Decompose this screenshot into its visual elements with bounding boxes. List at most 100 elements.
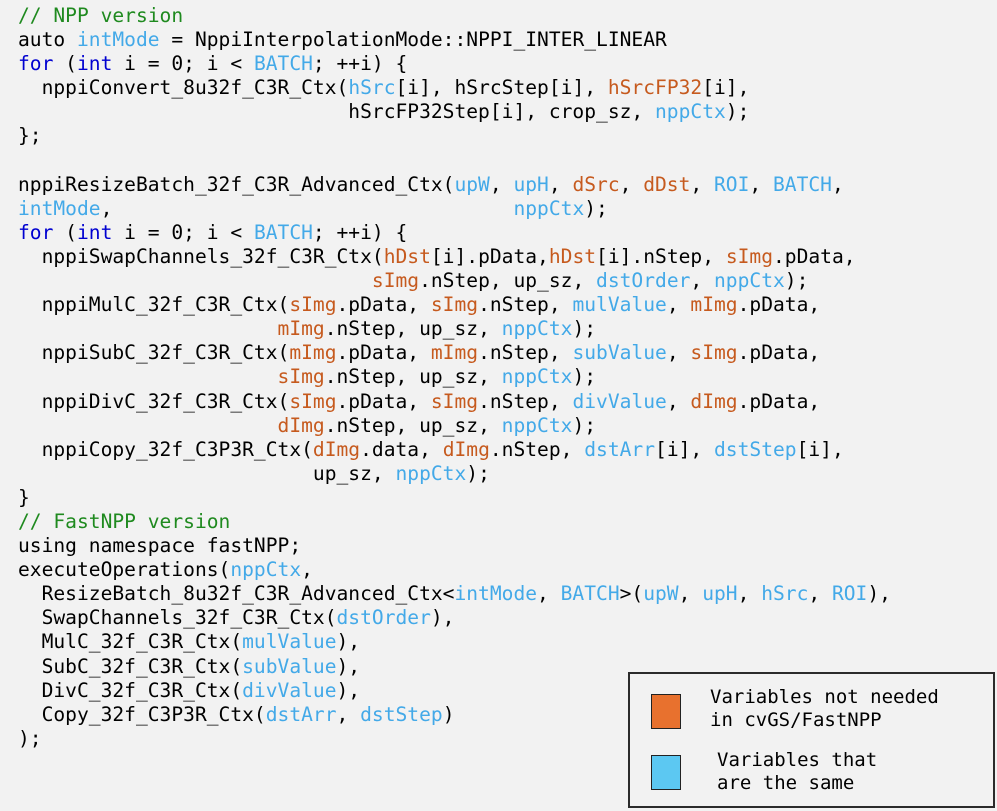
code-token: .pData, — [336, 341, 431, 365]
code-line: hSrcFP32Step[i], crop_sz, nppCtx); — [18, 100, 891, 124]
code-token: [i], — [655, 437, 715, 461]
code-token: , — [336, 702, 361, 726]
code-line: DivC_32f_C3R_Ctx(divValue), — [18, 679, 891, 703]
code-token: int — [76, 220, 113, 244]
code-line: auto intMode = NppiInterpolationMode::NP… — [18, 28, 891, 52]
code-token: sImg — [430, 389, 479, 413]
code-token: ) — [442, 702, 455, 726]
code-token: mImg — [690, 293, 738, 317]
code-token: ResizeBatch_8u32f_C3R_Advanced_Ctx< — [18, 582, 455, 606]
code-token: , — [808, 582, 832, 606]
code-token: upW — [643, 582, 679, 606]
code-token: mImg — [430, 341, 479, 365]
code-token: hSrcFP32 — [607, 76, 703, 100]
code-token: BATCH — [253, 52, 313, 76]
code-token: nppCtx — [501, 317, 573, 341]
code-token: .nStep, up_sz, — [419, 269, 597, 293]
code-token: dSrc — [572, 172, 620, 196]
code-token: [i], — [796, 437, 844, 461]
code-line: SwapChannels_32f_C3R_Ctx(dstOrder), — [18, 606, 891, 630]
code-token: sImg — [289, 293, 337, 317]
code-line: sImg.nStep, up_sz, nppCtx); — [18, 365, 891, 389]
code-line: for (int i = 0; i < BATCH; ++i) { — [18, 221, 891, 245]
code-token: .nStep, up_sz, — [324, 413, 502, 437]
legend-swatch-same — [651, 755, 681, 790]
code-line: ResizeBatch_8u32f_C3R_Advanced_Ctx<intMo… — [18, 582, 891, 606]
code-token: mulValue — [242, 630, 337, 654]
code-line: dImg.nStep, up_sz, nppCtx); — [18, 414, 891, 438]
code-token: ( — [53, 220, 77, 244]
code-token: ), — [430, 606, 455, 630]
code-token: subValue — [572, 341, 667, 365]
code-token: nppiSubC_32f_C3R_Ctx( — [18, 341, 290, 365]
code-line: for (int i = 0; i < BATCH; ++i) { — [18, 52, 891, 76]
code-token: upW — [454, 172, 490, 196]
code-token: , — [678, 582, 703, 606]
code-token: .pData, — [773, 244, 856, 268]
code-token: sImg — [371, 269, 420, 293]
code-line: sImg.nStep, up_sz, dstOrder, nppCtx); — [18, 269, 891, 293]
code-token: int — [76, 52, 113, 76]
code-token: BATCH — [560, 582, 620, 606]
code-line: MulC_32f_C3R_Ctx(mulValue), — [18, 630, 891, 654]
code-token: , — [100, 196, 514, 220]
code-token: , — [666, 341, 691, 365]
code-token — [18, 414, 278, 437]
code-token: auto — [18, 28, 77, 52]
code-token: ); — [784, 269, 809, 293]
code-token: nppiMulC_32f_C3R_Ctx( — [18, 293, 290, 317]
code-token: , — [749, 172, 773, 196]
code-token: dstOrder — [596, 269, 691, 293]
code-line: Copy_32f_C3P3R_Ctx(dstArr, dstStep) — [18, 703, 891, 727]
code-token: nppiResizeBatch_32f_C3R_Advanced_Ctx( — [18, 172, 455, 196]
code-token: sImg — [289, 389, 337, 413]
code-token: ), — [336, 654, 361, 678]
code-token: mImg — [277, 317, 325, 341]
code-line: } — [18, 486, 891, 510]
code-line: // FastNPP version — [18, 510, 891, 534]
code-line: nppiConvert_8u32f_C3R_Ctx(hSrc[i], hSrcS… — [18, 76, 891, 100]
code-token: ROI — [714, 172, 750, 196]
code-token: dstArr — [584, 437, 656, 461]
code-line — [18, 149, 891, 173]
code-token: up_sz, — [18, 461, 396, 485]
code-token: nppiConvert_8u32f_C3R_Ctx( — [18, 76, 349, 100]
code-token: nppCtx — [714, 269, 785, 293]
code-token: .data, — [360, 437, 443, 461]
code-token: ROI — [831, 582, 868, 606]
code-line: up_sz, nppCtx); — [18, 462, 891, 486]
code-line: mImg.nStep, up_sz, nppCtx); — [18, 317, 891, 341]
code-token: SubC_32f_C3R_Ctx( — [18, 654, 243, 678]
code-token: [i].nStep, — [596, 244, 726, 268]
code-token: dstOrder — [336, 606, 431, 630]
code-token: .nStep, — [478, 341, 573, 365]
code-token: hSrc — [761, 582, 809, 606]
code-token: for — [18, 220, 54, 244]
code-token: nppiSwapChannels_32f_C3R_Ctx( — [18, 244, 384, 268]
code-token: ), — [867, 582, 891, 606]
code-line: nppiResizeBatch_32f_C3R_Advanced_Ctx(upW… — [18, 173, 891, 197]
code-token: nppCtx — [513, 196, 585, 220]
code-token: ); — [584, 196, 608, 220]
code-token: ); — [572, 413, 597, 437]
code-token: dDst — [643, 172, 691, 196]
code-token: , — [619, 172, 644, 196]
code-token: ); — [466, 461, 490, 485]
code-token — [18, 317, 278, 340]
code-token: hDst — [548, 244, 597, 268]
code-token: ), — [336, 678, 361, 702]
code-token: }; — [18, 124, 42, 148]
code-token: upH — [702, 582, 738, 606]
code-token: BATCH — [253, 220, 313, 244]
code-token: [i].pData, — [430, 244, 549, 268]
code-token: .nStep, up_sz, — [324, 317, 502, 341]
code-token: .pData, — [737, 341, 821, 365]
code-token: intMode — [454, 582, 538, 606]
code-token: hSrc — [348, 76, 396, 100]
code-token: subValue — [242, 654, 337, 678]
code-token: ); — [572, 365, 597, 389]
code-token: .pData, — [737, 293, 821, 317]
